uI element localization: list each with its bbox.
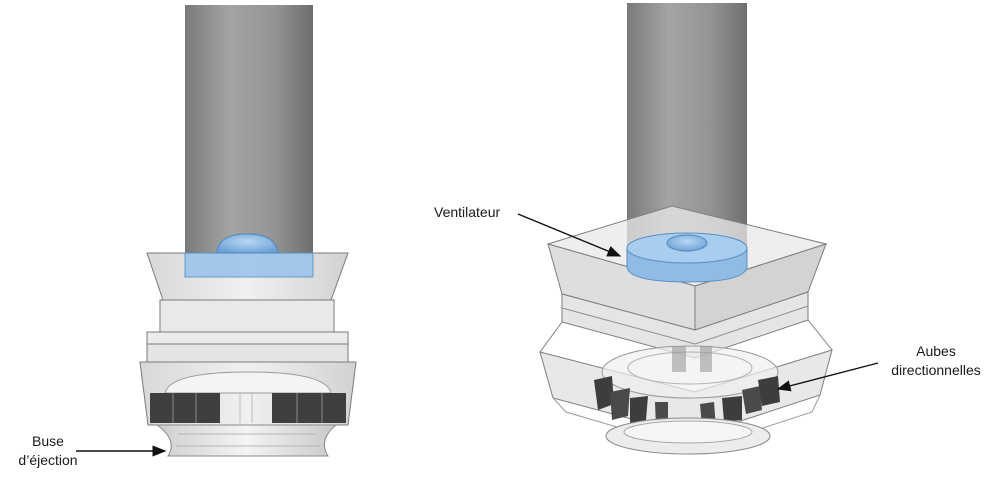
right-directional-vanes [594, 346, 780, 428]
vanes-label-line-2: directionnelles [891, 362, 981, 378]
vanes-label-line-1: Aubes [916, 343, 956, 359]
left-directional-vanes [150, 393, 346, 423]
right-fan [626, 232, 748, 283]
fan-label-text: Ventilateur [434, 204, 501, 220]
vanes-pointer-arrow [776, 362, 879, 392]
left-fan-hub [216, 233, 279, 254]
left-housing-band-3 [146, 343, 349, 363]
nozzle-label: Buse d’éjection [8, 432, 88, 470]
left-duct-tube [185, 5, 313, 275]
left-ejection-nozzle [155, 424, 338, 457]
left-housing-band-1 [159, 299, 335, 333]
left-fan-ring [184, 252, 314, 278]
fan-pointer-arrow [517, 213, 622, 257]
left-unit-front-view [139, 5, 357, 457]
left-housing-band-2 [146, 331, 349, 345]
right-inner-bowl [601, 345, 779, 399]
nozzle-label-line-1: Buse [32, 433, 64, 449]
left-inner-bowl [164, 371, 332, 394]
vanes-label: Aubes directionnelles [880, 342, 992, 380]
nozzle-label-line-2: d’éjection [18, 452, 78, 468]
fan-label: Ventilateur [434, 203, 500, 222]
right-unit-iso-view [539, 3, 833, 455]
